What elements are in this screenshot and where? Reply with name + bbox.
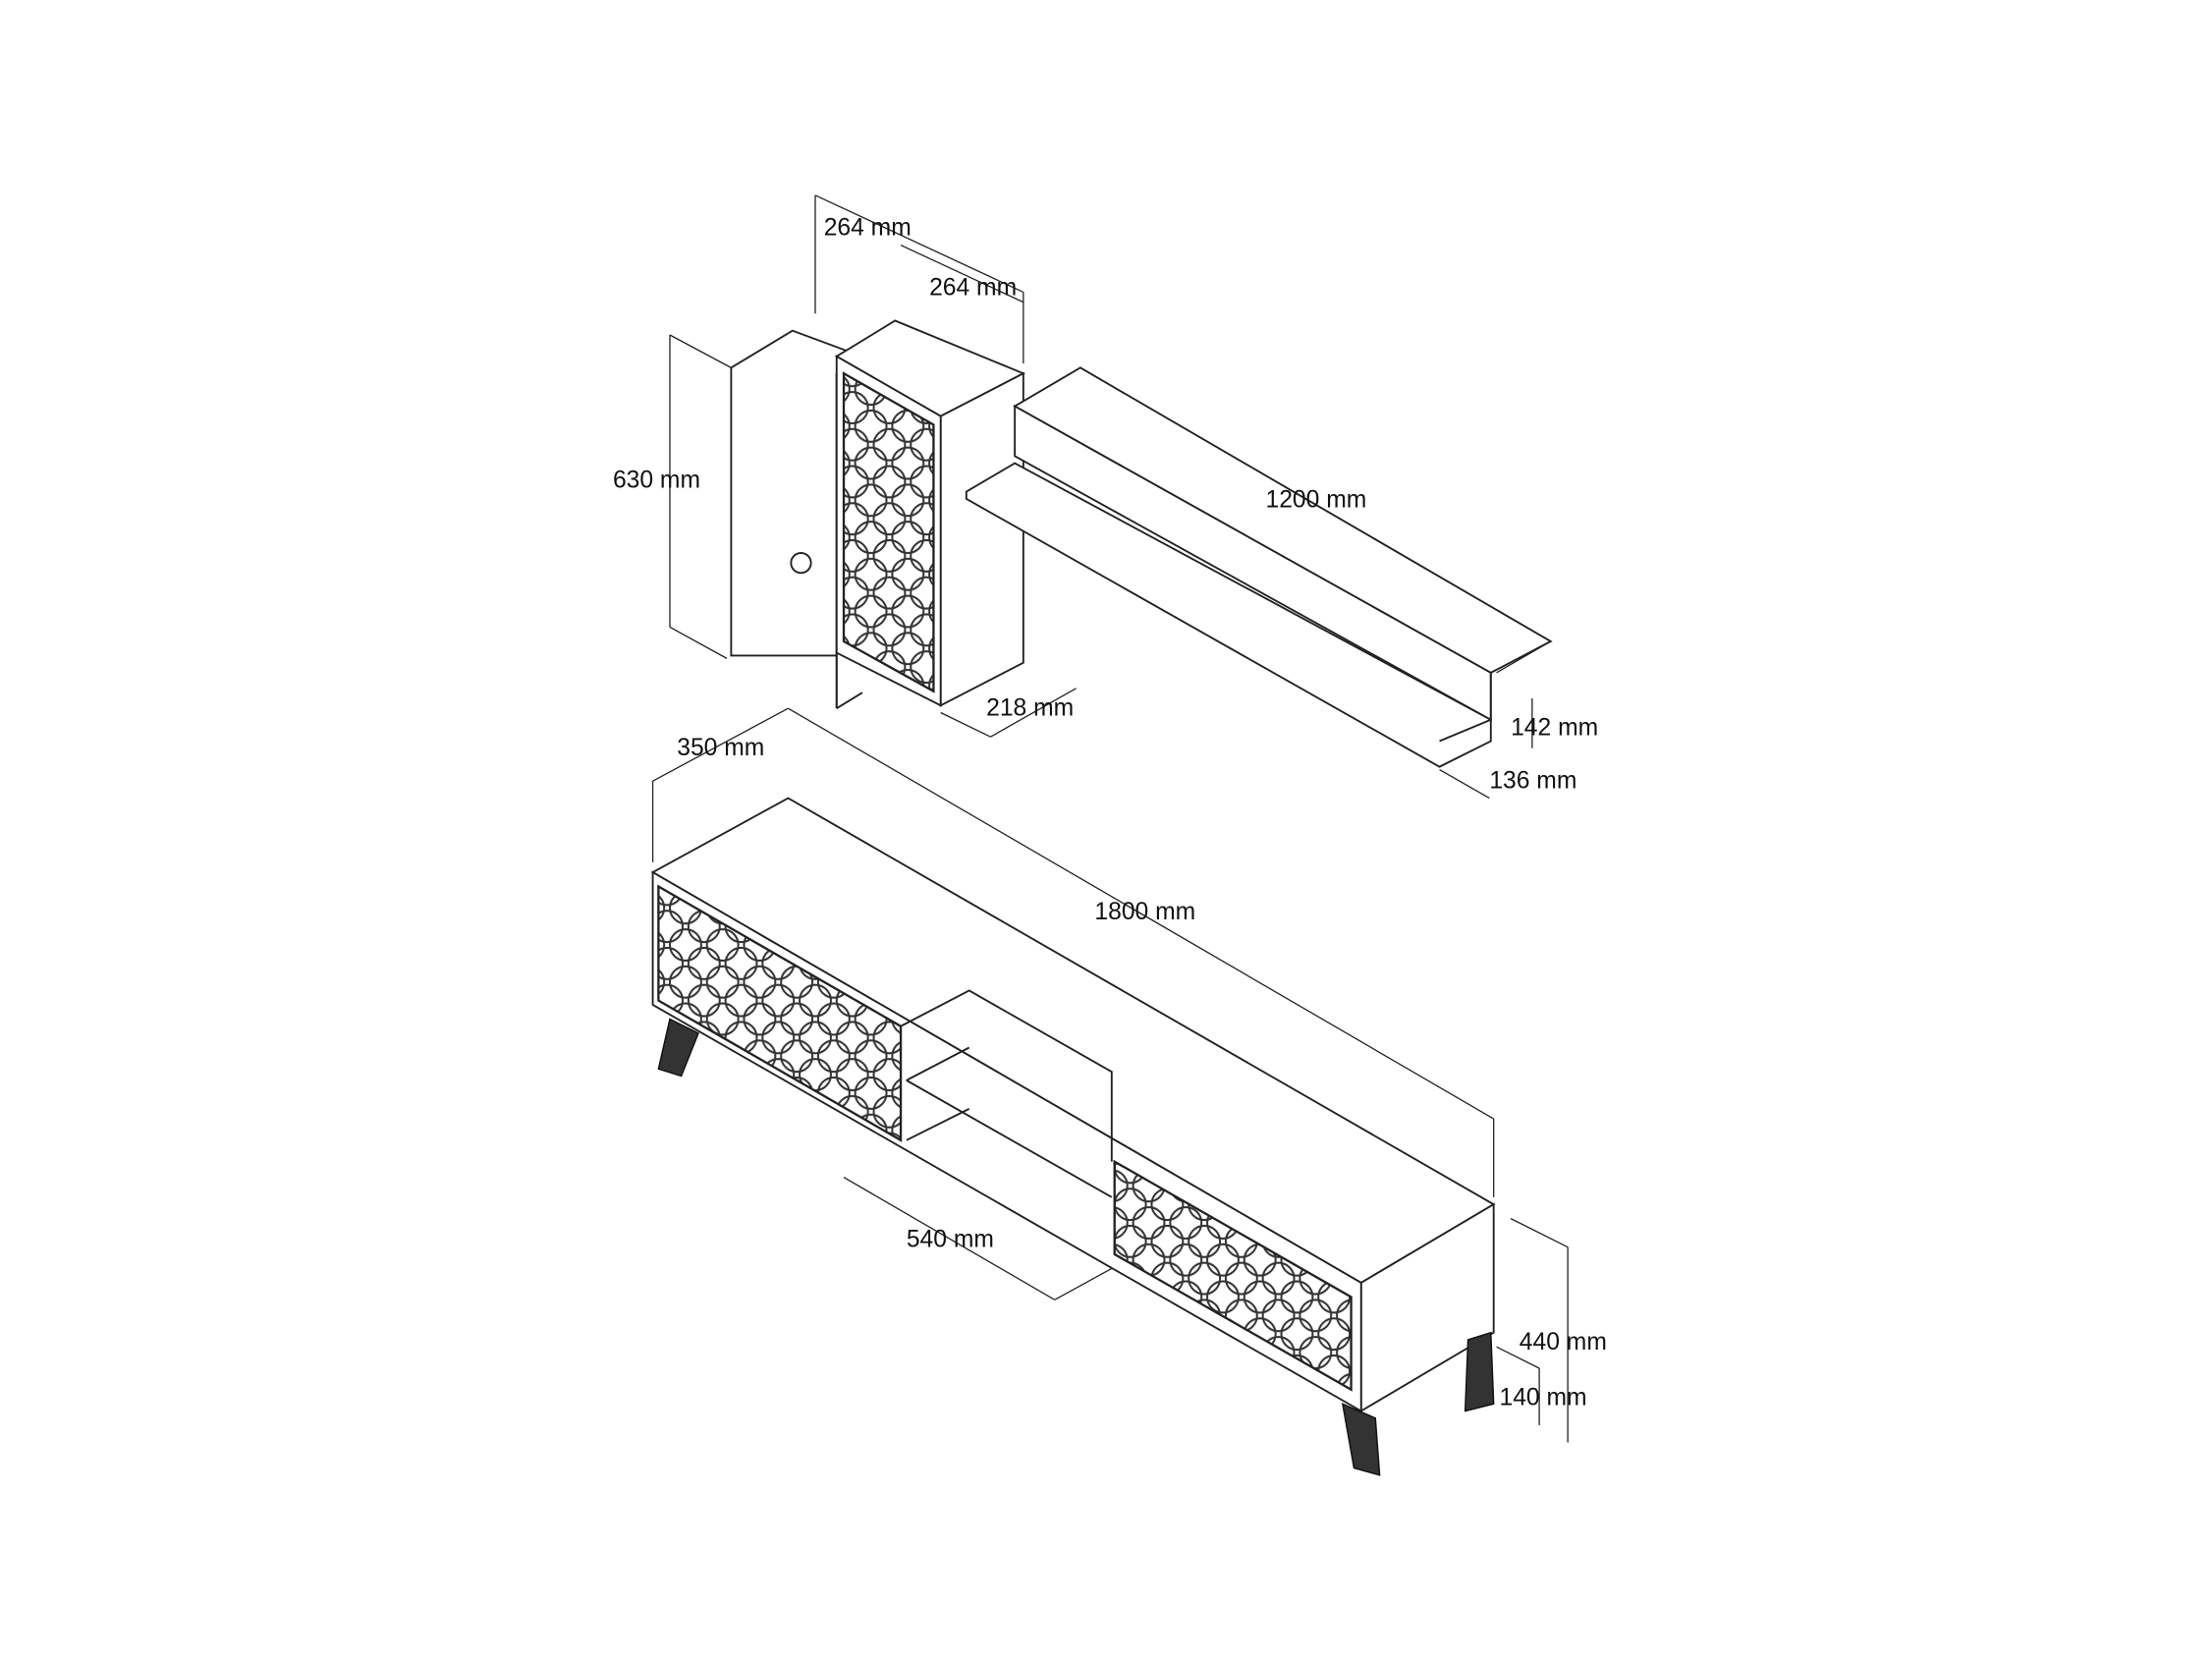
tv-leg	[657, 1018, 699, 1078]
dimension-label: 136 mm	[1489, 767, 1576, 794]
dimension-label: 540 mm	[907, 1227, 994, 1253]
dimension-label: 1800 mm	[1094, 899, 1195, 925]
wall-shelf	[965, 366, 1553, 768]
dimension-label: 264 mm	[824, 214, 912, 241]
tv-door-right	[1113, 1159, 1353, 1392]
dimension-label: 630 mm	[613, 467, 700, 493]
dimension-lines	[651, 194, 1569, 1443]
dimension-label: 440 mm	[1520, 1329, 1607, 1355]
wall-cabinet-right	[834, 319, 1026, 709]
patterned-door	[842, 371, 935, 693]
tv-leg	[1341, 1403, 1381, 1476]
tv-door-left	[657, 884, 903, 1142]
dimension-label: 1200 mm	[1266, 487, 1367, 514]
tv-leg	[1464, 1331, 1495, 1412]
dimension-label: 140 mm	[1499, 1385, 1586, 1411]
dimension-label: 350 mm	[677, 735, 764, 761]
dimension-label: 218 mm	[986, 694, 1074, 721]
knob-icon	[790, 552, 812, 575]
dimension-label: 142 mm	[1511, 715, 1598, 742]
tv-unit	[650, 797, 1496, 1476]
dimension-label: 264 mm	[929, 274, 1017, 301]
